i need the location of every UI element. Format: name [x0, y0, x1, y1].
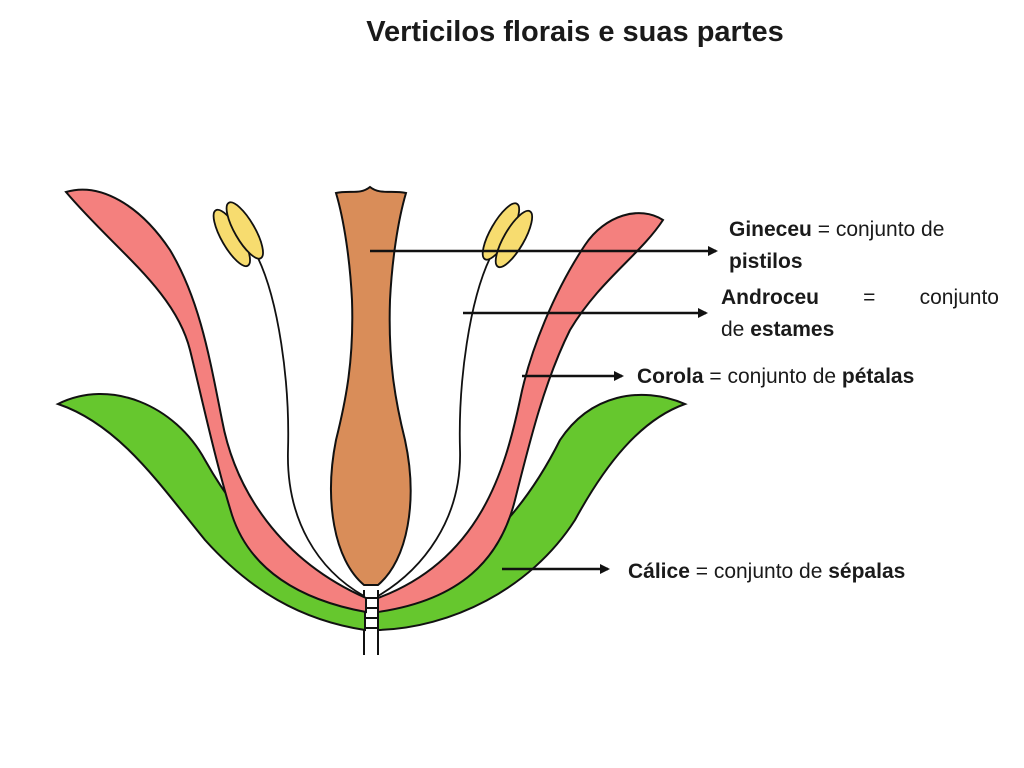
eq-androceu: = — [863, 286, 876, 309]
part-corola: pétalas — [841, 365, 915, 388]
petal-left — [64, 188, 367, 614]
term-calice: Cálice — [628, 560, 690, 583]
stamen-right — [377, 202, 534, 597]
text-androceu: conjunto — [919, 286, 999, 309]
part-gineceu: pistilos — [729, 250, 803, 273]
text-gineceu: = conjunto de — [817, 218, 945, 241]
pistil — [330, 185, 412, 586]
part-calice: sépalas — [828, 560, 906, 583]
term-corola: Corola — [637, 365, 704, 388]
petal-right — [377, 212, 665, 614]
term-androceu: Androceu — [721, 286, 820, 309]
label-gineceu: Gineceu = conjunto de pistilos — [729, 214, 999, 278]
label-calice: Cálice = conjunto de sépalas — [628, 556, 905, 588]
diagram-title: Verticilos florais e suas partes — [366, 16, 784, 48]
anther-left — [212, 201, 264, 268]
anther-right — [481, 202, 534, 269]
label-corola: Corola = conjunto de pétalas — [637, 361, 914, 393]
text-corola: = conjunto de — [709, 365, 837, 388]
label-androceu: Androceu = conjunto de estames — [721, 282, 999, 346]
term-gineceu: Gineceu — [729, 218, 812, 241]
stamen-left — [212, 201, 365, 597]
part-androceu: estames — [750, 318, 835, 341]
text-calice: = conjunto de — [695, 560, 823, 583]
prefix-androceu: de — [721, 318, 745, 341]
